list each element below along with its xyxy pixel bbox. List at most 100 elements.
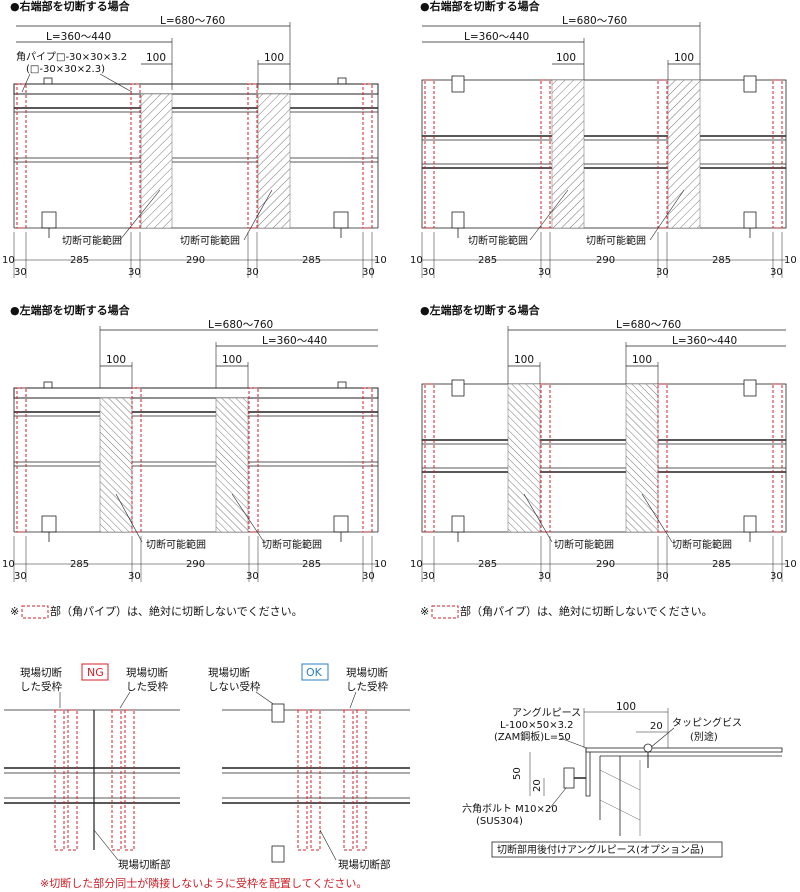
dim-10-right: 10	[374, 255, 387, 266]
dim-30-b: 30	[538, 571, 551, 582]
cut-range-label-1: 切断可能範囲	[554, 538, 614, 551]
panel-title: ●右端部を切断する場合	[420, 0, 541, 13]
dim-10-left: 10	[410, 559, 423, 570]
dim-L-range: L=360～440	[672, 335, 737, 347]
dim-100-a: 100	[106, 354, 126, 366]
dim-30-a: 30	[422, 267, 435, 278]
ok-right-label-1: 現場切断	[346, 666, 388, 679]
panel-title: ●左端部を切断する場合	[420, 303, 541, 317]
dim-L-range: L=360～440	[46, 31, 111, 43]
dim-100-b: 100	[632, 354, 652, 366]
cut-range-label-1: 切断可能範囲	[146, 538, 206, 551]
dim-290: 290	[186, 559, 205, 570]
angle-label-1: アングルピース	[512, 706, 581, 719]
ng-badge: NG	[87, 666, 104, 679]
dim-290: 290	[596, 559, 615, 570]
pipe-columns	[424, 79, 783, 229]
dim-285-a: 285	[70, 255, 89, 266]
dim-L-total: L=680～760	[208, 319, 273, 331]
dim-30-c: 30	[246, 571, 259, 582]
bolt-label-2: (SUS304)	[476, 816, 523, 827]
dim-290: 290	[186, 255, 205, 266]
angle-caption: 切断部用後付けアングルピース(オプション品)	[497, 843, 704, 856]
ng-right-label-2: した受枠	[126, 680, 168, 693]
dim-290: 290	[596, 255, 615, 266]
panel-title: ●右端部を切断する場合	[10, 0, 131, 13]
pipe-columns	[424, 383, 783, 533]
dim-285-b: 285	[302, 255, 321, 266]
dim-285-b: 285	[712, 255, 731, 266]
dim-100-a: 100	[514, 354, 534, 366]
ng-diagram: 現場切断 した受枠 NG 現場切断 した受枠 現場切断部	[4, 663, 180, 871]
panel-title: ●左端部を切断する場合	[10, 303, 131, 317]
panel-left-cut-front: ●左端部を切断する場合 L=680～760 L=360～440 100 100	[2, 303, 387, 582]
cut-range-label-2: 切断可能範囲	[180, 234, 240, 247]
note-text: 部（角パイプ）は、絶対に切断しないでください。	[460, 604, 713, 618]
dim-285-b: 285	[302, 559, 321, 570]
dim-10-right: 10	[784, 559, 797, 570]
dim-30-c: 30	[246, 267, 259, 278]
pipe-note-left: ※ 部（角パイプ）は、絶対に切断しないでください。	[10, 604, 303, 619]
pipe-note-right: ※ 部（角パイプ）は、絶対に切断しないでください。	[420, 604, 713, 619]
dim-30-c: 30	[656, 267, 669, 278]
angle-piece-detail: 100 20 アングルピース L-100×50×3.2 (ZAM鋼板)L=50 …	[462, 701, 783, 858]
screw-label-1: タッピングビス	[672, 716, 742, 729]
dim-30-a: 30	[14, 571, 27, 582]
pipe-spec-1: 角パイプ□-30×30×3.2	[16, 51, 127, 63]
dim-30-d: 30	[362, 571, 375, 582]
cut-range-label-2: 切断可能範囲	[672, 538, 732, 551]
note-prefix: ※	[420, 605, 429, 618]
dim-30-d: 30	[770, 571, 783, 582]
panel-right-cut-side: ●右端部を切断する場合 L=680～760 L=360～440 100 100	[410, 0, 797, 278]
dim-20-side: 20	[532, 779, 543, 792]
screw-label-2: (別途)	[690, 730, 718, 743]
dim-100-b: 100	[264, 52, 284, 64]
dim-100: 100	[616, 701, 636, 713]
dim-L-range: L=360～440	[262, 335, 327, 347]
cut-range-label-2: 切断可能範囲	[586, 234, 646, 247]
cut-range-label-1: 切断可能範囲	[62, 234, 122, 247]
ok-left-label-2: しない受枠	[208, 680, 261, 693]
dim-10-left: 10	[2, 255, 15, 266]
panel-right-cut-front: ●右端部を切断する場合 L=680～760 L=360～440 100 100 …	[2, 0, 387, 278]
dim-30-b: 30	[128, 571, 141, 582]
cut-range-label-1: 切断可能範囲	[468, 234, 528, 247]
dim-10-left: 10	[410, 255, 423, 266]
pipe-columns	[16, 387, 373, 533]
dim-100-b: 100	[222, 354, 242, 366]
dim-30-b: 30	[538, 267, 551, 278]
dim-285-b: 285	[712, 559, 731, 570]
ng-cut-part-label: 現場切断部	[118, 858, 171, 871]
placement-note: ※切断した部分同士が隣接しないように受枠を配置してください。	[40, 876, 367, 890]
note-text: 部（角パイプ）は、絶対に切断しないでください。	[50, 604, 303, 618]
bolt-label-1: 六角ボルト M10×20	[462, 803, 558, 815]
ok-right-label-2: した受枠	[346, 680, 388, 693]
ok-badge: OK	[306, 666, 323, 679]
dim-10-right: 10	[374, 559, 387, 570]
dim-10-right: 10	[784, 255, 797, 266]
dim-20-top: 20	[650, 721, 663, 732]
dim-100-a: 100	[556, 52, 576, 64]
dim-10-left: 10	[2, 559, 15, 570]
ok-diagram: 現場切断 しない受枠 OK 現場切断 した受枠 現場切断部	[208, 663, 410, 871]
cut-range-label-2: 切断可能範囲	[262, 538, 322, 551]
dim-100-a: 100	[146, 52, 166, 64]
pipe-columns	[16, 83, 373, 229]
dim-30-a: 30	[422, 571, 435, 582]
dim-L-total: L=680～760	[616, 319, 681, 331]
dim-50: 50	[512, 767, 523, 780]
dim-30-b: 30	[128, 267, 141, 278]
note-prefix: ※	[10, 605, 19, 618]
dim-30-d: 30	[362, 267, 375, 278]
dim-L-range: L=360～440	[464, 31, 529, 43]
dim-30-c: 30	[656, 571, 669, 582]
ok-cut-part-label: 現場切断部	[338, 858, 391, 871]
ng-right-label-1: 現場切断	[126, 666, 168, 679]
ok-left-label-1: 現場切断	[208, 666, 250, 679]
dim-L-total: L=680～760	[160, 15, 225, 27]
dim-100-b: 100	[674, 52, 694, 64]
dim-30-a: 30	[14, 267, 27, 278]
angle-label-2: L-100×50×3.2	[500, 720, 573, 731]
dim-285-a: 285	[70, 559, 89, 570]
